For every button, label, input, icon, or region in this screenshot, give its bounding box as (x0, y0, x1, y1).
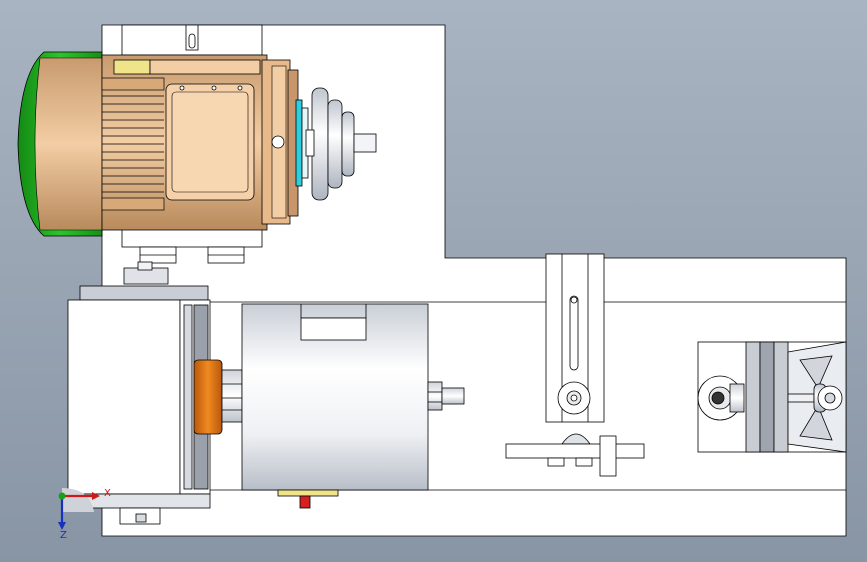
motor-mount (121, 24, 263, 264)
drum-cylinder[interactable] (241, 303, 465, 509)
motor-pulley[interactable] (305, 87, 377, 201)
cooling-fins (101, 77, 165, 211)
axis-triad (58, 488, 100, 530)
x-axis-label: X (104, 488, 111, 499)
z-axis-label: Z (60, 530, 67, 541)
adjustable-support[interactable] (505, 253, 645, 477)
right-clamp-assembly[interactable] (697, 341, 847, 453)
electric-motor[interactable] (17, 51, 309, 237)
left-bearing-block[interactable] (67, 261, 211, 525)
y-axis-dot (58, 492, 66, 500)
shaft-coupling[interactable] (193, 359, 243, 435)
